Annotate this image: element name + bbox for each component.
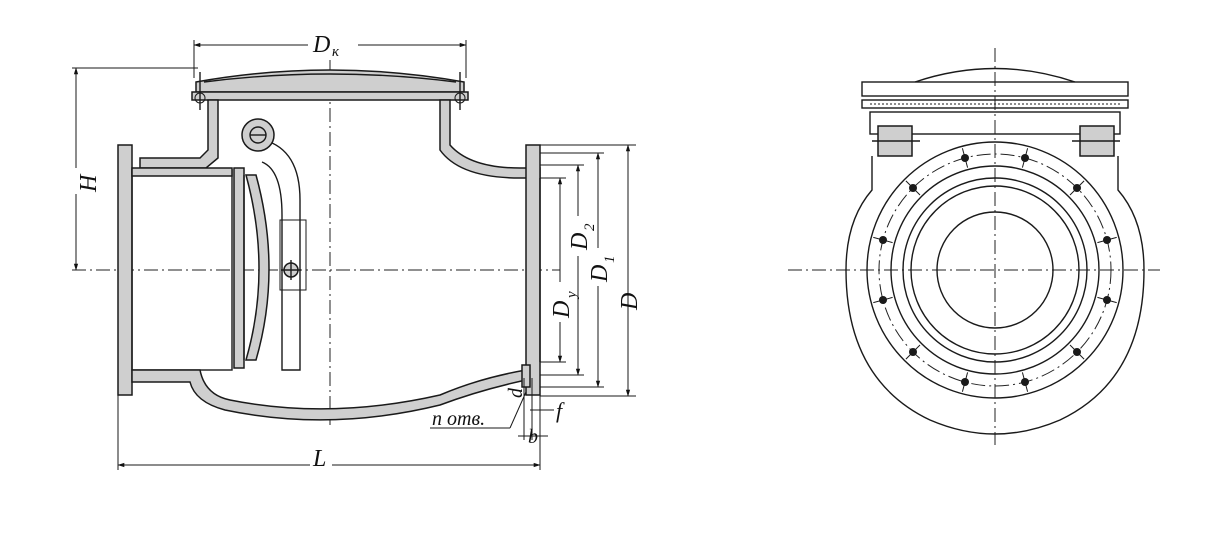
label-L: L: [312, 446, 326, 472]
label-D1-main: D: [587, 265, 613, 283]
dim-diameters: D D 1 D 2 D y: [540, 144, 643, 397]
bolt-hole-tick: [1069, 344, 1085, 360]
bolt-hole-tick: [905, 344, 921, 360]
bolt-hole-tick: [873, 236, 893, 244]
bolt-hole-tick: [1021, 372, 1029, 392]
right-flange: [525, 144, 541, 396]
seat-inner-circle: [910, 185, 1080, 355]
end-cover: [861, 67, 1129, 135]
label-b: b: [528, 426, 538, 448]
raised-face-circle: [890, 165, 1100, 375]
label-Dy-main: D: [549, 301, 575, 319]
end-view: [788, 48, 1160, 445]
bolt-holes: [873, 148, 1117, 392]
check-disc: [243, 174, 270, 361]
bolt-hole-tick: [1021, 148, 1029, 168]
bolt-hole-tick: [873, 296, 893, 304]
dim-L: L: [117, 395, 541, 472]
end-lugs: [872, 125, 1120, 157]
bolt-hole-tick: [905, 180, 921, 196]
label-d: d: [505, 387, 527, 398]
bolt-circle: [878, 153, 1112, 387]
bolt-hole-tick: [1097, 296, 1117, 304]
label-H: H: [76, 173, 102, 193]
label-Dy-sub: y: [564, 291, 580, 300]
label-f: f: [556, 398, 565, 423]
label-Dk-main: D: [312, 32, 330, 58]
side-section-view: D к H L: [64, 30, 643, 472]
label-D2-main: D: [567, 233, 593, 251]
bore-circle: [936, 211, 1054, 329]
label-D: D: [617, 293, 643, 311]
bolt-hole-tick: [961, 372, 969, 392]
left-flange: [117, 144, 233, 396]
flange-bolt: [521, 364, 531, 388]
hinge-arm: [241, 118, 307, 371]
label-D2-sub: 2: [582, 223, 598, 231]
body-upper-wall: [139, 99, 541, 179]
seat-outer-circle: [902, 177, 1088, 363]
label-holes: n отв.: [432, 408, 485, 430]
end-body-outline: [845, 156, 1145, 435]
flange-outer-circle: [866, 141, 1124, 399]
bolt-hole-tick: [961, 148, 969, 168]
cover: [191, 69, 469, 110]
dim-Dk: D к: [193, 30, 467, 78]
label-D1-sub: 1: [602, 256, 618, 264]
bolt-hole-tick: [1069, 180, 1085, 196]
label-Dk-sub: к: [332, 44, 340, 60]
dim-H: H: [64, 67, 198, 271]
seat-ring: [233, 167, 245, 369]
bolt-hole-tick: [1097, 236, 1117, 244]
dim-flange-details: d f b n отв.: [430, 378, 565, 448]
